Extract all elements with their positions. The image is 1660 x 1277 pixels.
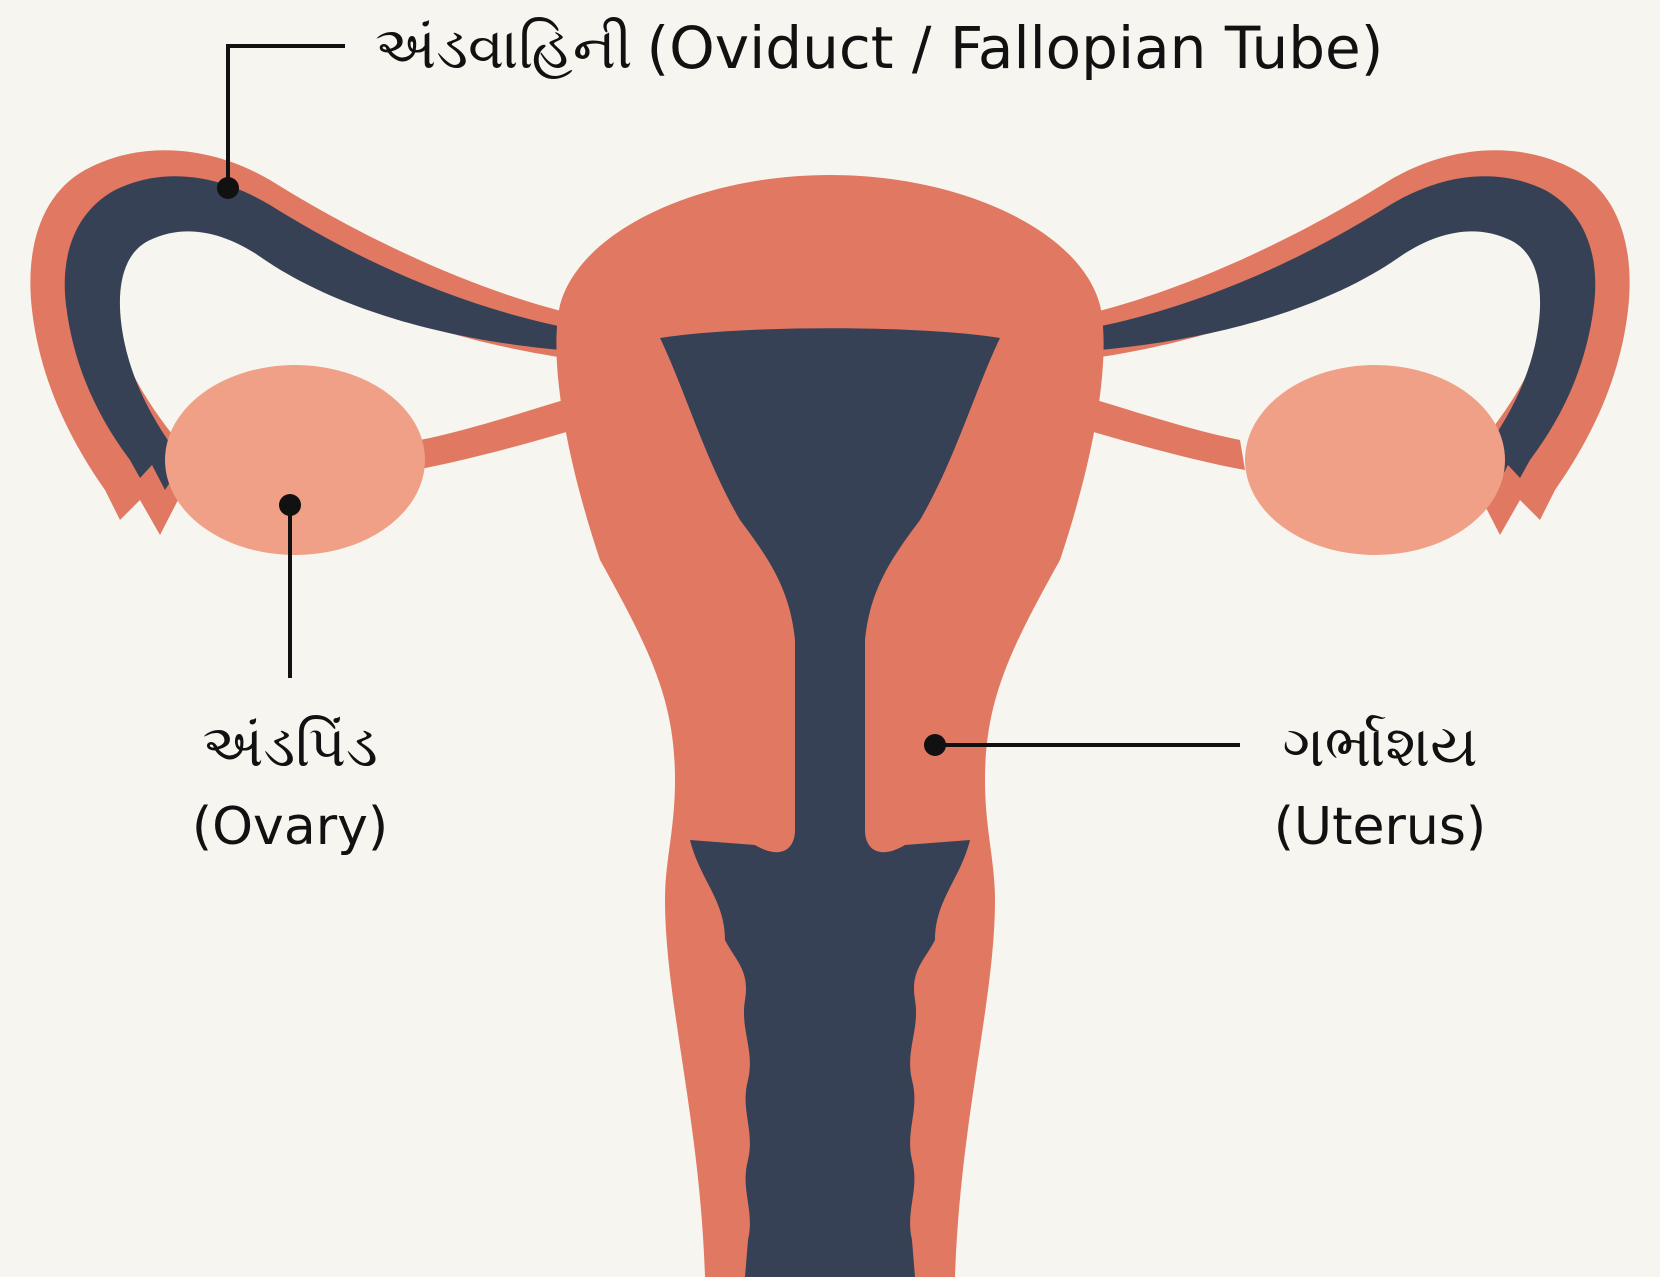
ovary-leader-dot bbox=[279, 494, 301, 516]
oviduct-label-gujarati: અંડવાહિની bbox=[375, 14, 633, 82]
uterus-label-gujarati: ગર્ભાશય bbox=[1230, 706, 1530, 786]
uterus-label-english: (Uterus) bbox=[1230, 792, 1530, 862]
ovary-label-gujarati: અંડપિંડ bbox=[140, 706, 440, 786]
right-ovary bbox=[1245, 365, 1505, 555]
left-ovary bbox=[165, 365, 425, 555]
oviduct-label-english: (Oviduct / Fallopian Tube) bbox=[647, 14, 1384, 82]
uterus-leader-dot bbox=[924, 734, 946, 756]
oviduct-label: અંડવાહિની(Oviduct / Fallopian Tube) bbox=[0, 8, 1660, 88]
oviduct-leader-dot bbox=[217, 177, 239, 199]
ovary-label-english: (Ovary) bbox=[140, 792, 440, 862]
